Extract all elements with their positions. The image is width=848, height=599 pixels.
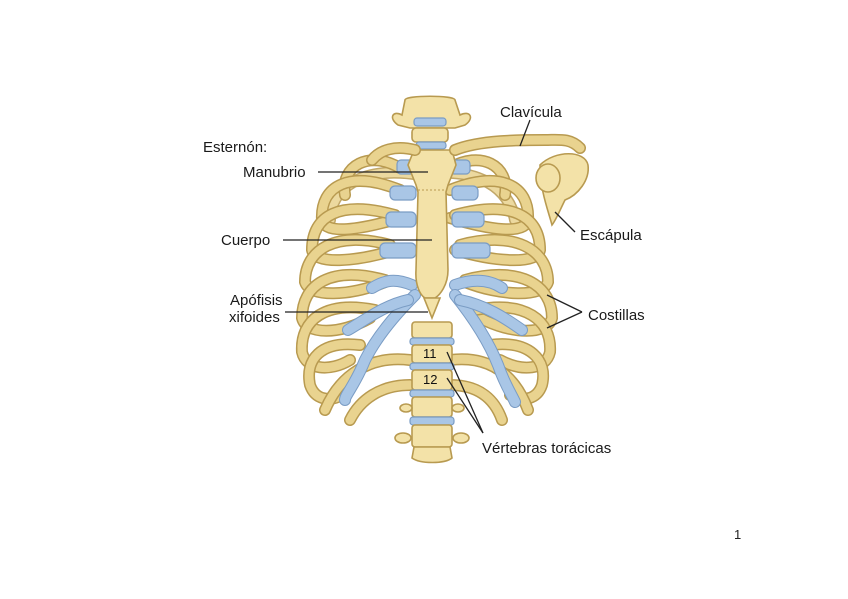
label-scapula: Escápula — [580, 227, 642, 244]
sternum — [407, 149, 457, 321]
label-thoracic-vertebrae: Vértebras torácicas — [482, 440, 612, 457]
lower-vertebrae — [394, 321, 470, 464]
upper-vertebrae — [391, 95, 472, 150]
scapula — [535, 153, 589, 227]
clavicle — [366, 133, 586, 166]
label-xiphoid-line2: xifoides — [229, 309, 280, 326]
vertebra-number-12: 12 — [423, 372, 437, 387]
label-sternum-body: Cuerpo — [221, 232, 271, 249]
label-sternum-heading: Esternón: — [203, 139, 268, 156]
label-xiphoid-line1: Apófisis — [230, 292, 283, 309]
vertebra-number-11: 11 — [423, 346, 437, 361]
label-clavicle: Clavícula — [500, 104, 562, 121]
leader-lines — [283, 119, 583, 434]
costal-cartilages — [339, 159, 528, 408]
page-number: 1 — [734, 527, 742, 542]
label-manubrium: Manubrio — [243, 164, 306, 181]
label-ribs: Costillas — [588, 307, 645, 324]
